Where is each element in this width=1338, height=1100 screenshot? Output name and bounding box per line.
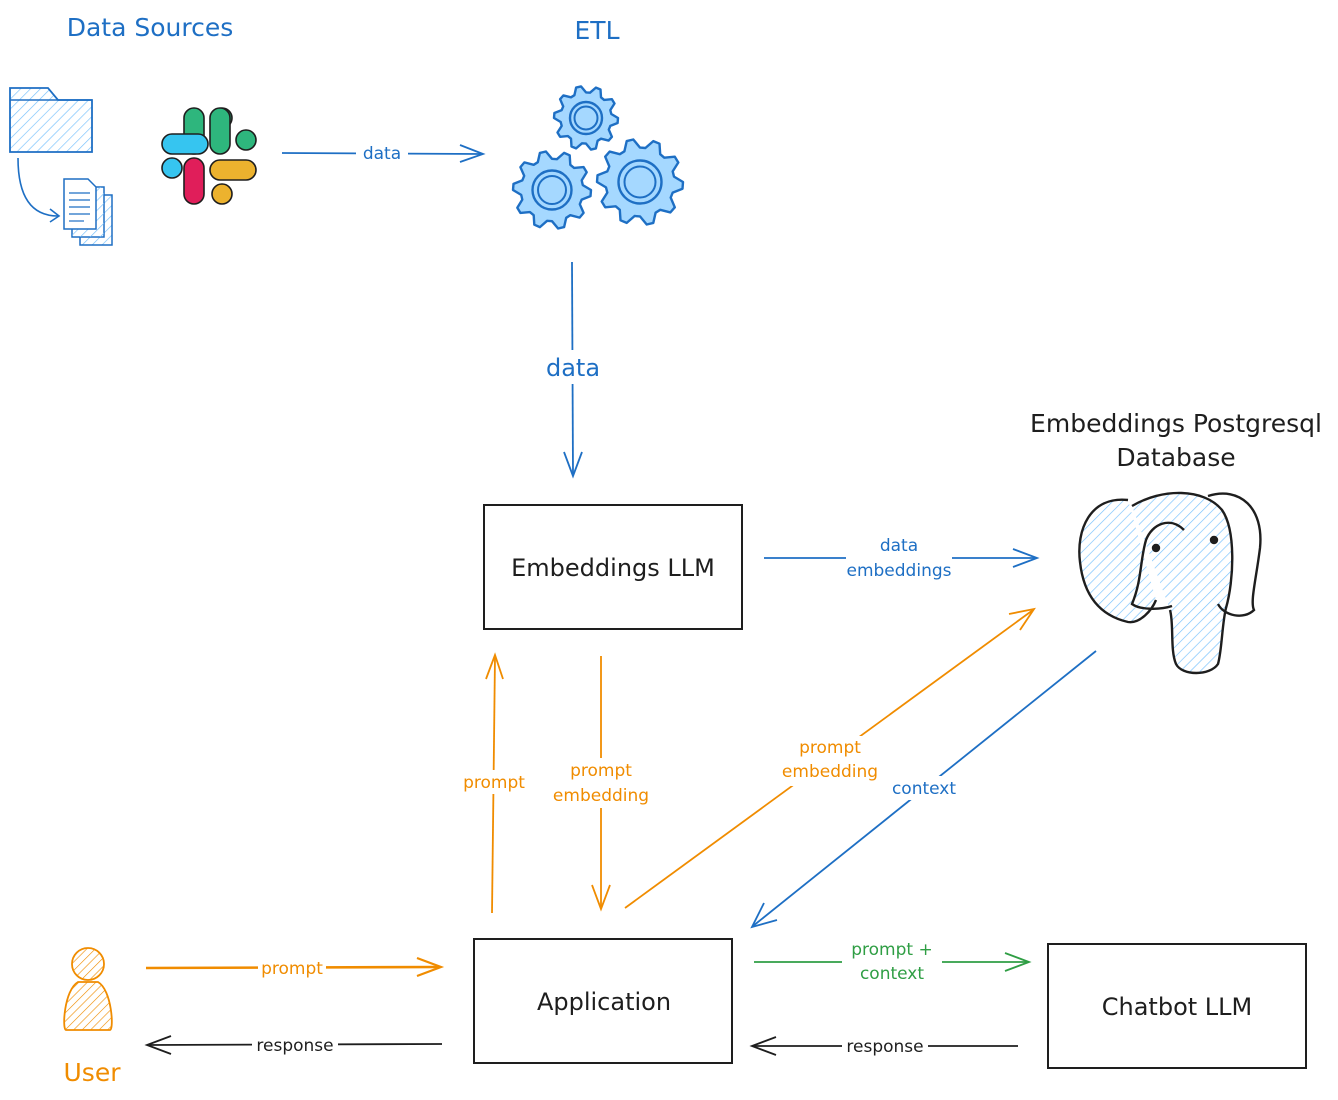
edge-app-to-embeddings-label: prompt: [463, 773, 525, 793]
edge-db-to-app: context: [750, 650, 1097, 929]
database-title-line2: Database: [1116, 443, 1235, 472]
edge-app-to-db-label-2: embedding: [782, 762, 878, 782]
chatbot-llm-label: Chatbot LLM: [1102, 993, 1253, 1021]
application-label: Application: [537, 988, 671, 1016]
edge-embeddings-to-app-label-1: prompt: [570, 761, 632, 781]
edge-app-to-db-label-1: prompt: [799, 738, 861, 758]
edge-user-to-app: prompt: [145, 956, 445, 980]
edge-sources-to-etl: data: [281, 142, 486, 164]
etl-title: ETL: [575, 16, 620, 45]
edge-app-to-db: prompt embedding: [624, 607, 1036, 909]
edge-chatbot-to-app: response: [749, 1036, 1018, 1058]
gears-icon: [511, 85, 685, 230]
edge-user-to-app-label: prompt: [261, 959, 323, 979]
database-title-line1: Embeddings Postgresql: [1030, 409, 1322, 438]
edge-embeddings-to-db-label-1: data: [880, 536, 918, 556]
edge-app-to-chatbot: prompt + context: [754, 938, 1032, 986]
edge-app-to-embeddings: prompt: [460, 652, 528, 914]
user-icon: [63, 947, 113, 1031]
edge-sources-to-etl-label: data: [363, 144, 401, 164]
edge-embeddings-to-db-label-2: embeddings: [847, 561, 952, 581]
edge-app-to-user: response: [144, 1034, 443, 1056]
documents-icon: [63, 178, 113, 246]
edge-embeddings-to-db: data embeddings: [764, 534, 1040, 584]
edge-db-to-app-label: context: [892, 779, 956, 799]
postgresql-elephant-logo: [1078, 491, 1262, 675]
embeddings-llm-label: Embeddings LLM: [511, 554, 715, 582]
folder-icon: [9, 87, 93, 153]
slack-logo: [161, 107, 257, 205]
embeddings-llm-box[interactable]: [483, 504, 743, 630]
edge-etl-to-embeddings-label: data: [546, 354, 600, 382]
chatbot-llm-box[interactable]: [1047, 943, 1307, 1069]
edge-app-to-chatbot-label-1: prompt +: [851, 940, 932, 960]
edge-app-to-chatbot-label-2: context: [860, 964, 924, 984]
data-sources-title: Data Sources: [67, 13, 234, 42]
gear-top-hub: [573, 105, 599, 131]
edge-chatbot-to-app-label: response: [846, 1037, 923, 1057]
user-label: User: [64, 1058, 122, 1087]
edge-app-to-user-label: response: [256, 1036, 333, 1056]
gear-left-hub: [537, 175, 567, 205]
application-box[interactable]: [473, 938, 733, 1064]
gear-right-hub: [623, 165, 657, 199]
edge-etl-to-embeddings: data: [532, 261, 614, 479]
edge-embeddings-to-app-label-2: embedding: [553, 786, 649, 806]
folder-to-documents-arrow: [17, 157, 61, 223]
edge-embeddings-to-app: prompt embedding: [552, 656, 650, 912]
